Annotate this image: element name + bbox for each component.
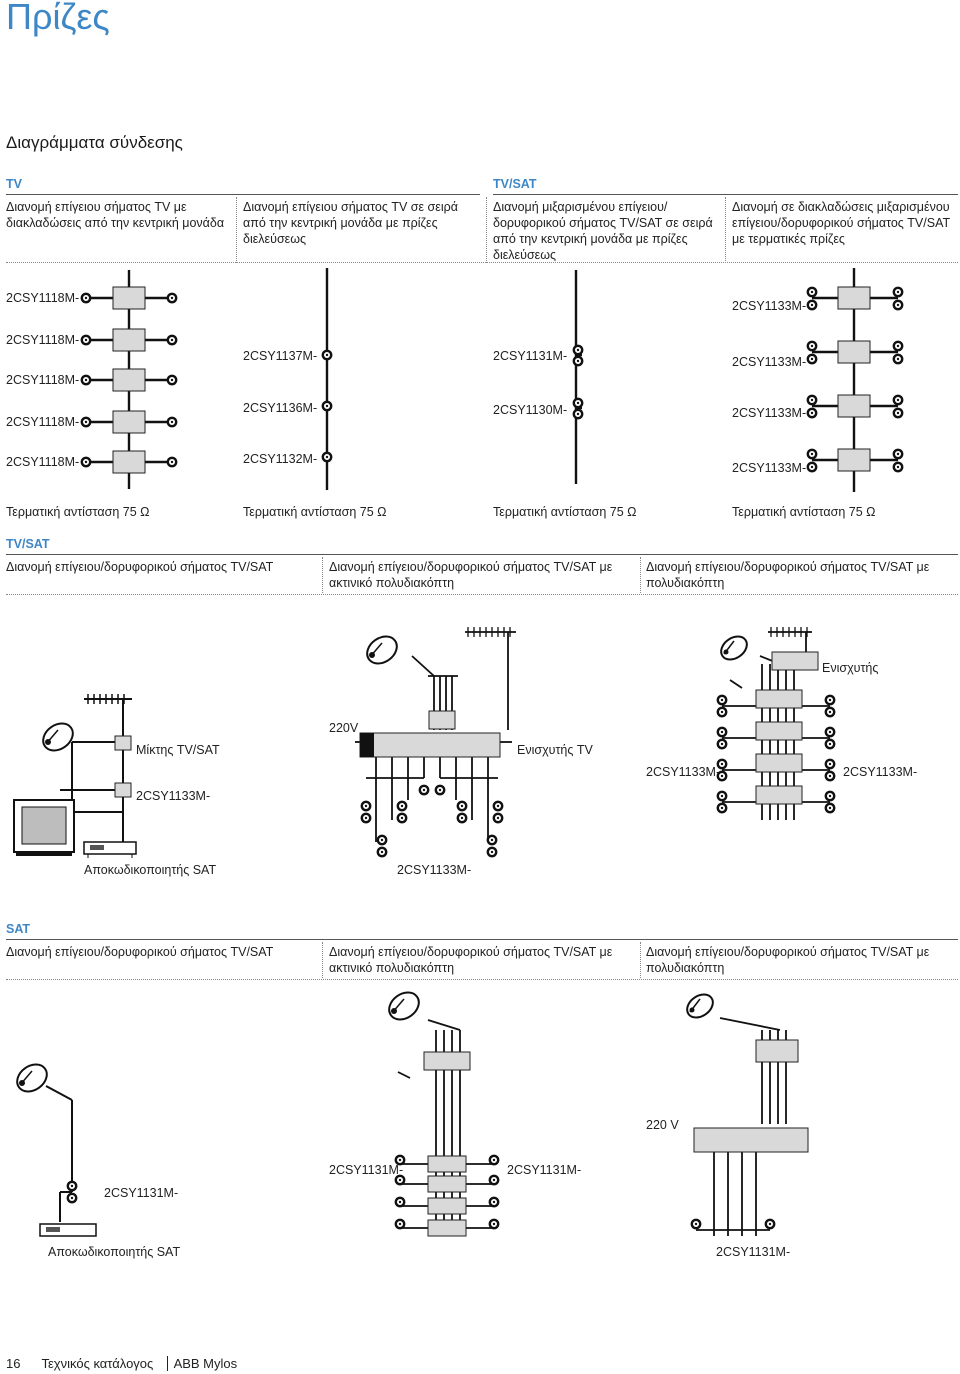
satellite-dish-icon bbox=[42, 722, 74, 752]
terminal-resistor-label: Τερματική αντίσταση 75 Ω bbox=[6, 505, 150, 519]
decoder-label: Αποκωδικοποιητής SAT bbox=[48, 1245, 181, 1259]
tv-heading: TV bbox=[6, 177, 22, 191]
voltage-label: 220V bbox=[329, 721, 359, 735]
part-label: 2CSY1118M- bbox=[6, 333, 80, 347]
decoder-icon bbox=[83, 841, 137, 858]
terminal-resistor-label: Τερματική αντίσταση 75 Ω bbox=[493, 505, 637, 519]
part-label: 2CSY1131M- bbox=[716, 1245, 791, 1259]
part-label: 2CSY1133M- bbox=[397, 863, 472, 877]
sat-col2-caption: Διανομή επίγειου/δορυφορικού σήματος TV/… bbox=[329, 945, 613, 975]
terminal-resistor-label: Τερματική αντίσταση 75 Ω bbox=[732, 505, 876, 519]
tv-separator bbox=[6, 194, 480, 195]
part-label: 2CSY1132M- bbox=[243, 452, 318, 466]
tvsat-col4-caption: Διανομή σε διακλαδώσεις μιξαρισμένου επί… bbox=[732, 200, 950, 246]
part-label: 2CSY1130M- bbox=[493, 403, 568, 417]
terminal-resistor-label: Τερματική αντίσταση 75 Ω bbox=[243, 505, 387, 519]
part-label: 2CSY1133M- bbox=[732, 355, 807, 369]
tv-amplifier-label: Ενισχυτής TV bbox=[517, 743, 593, 757]
sat-separator bbox=[6, 939, 958, 940]
part-label: 2CSY1118M- bbox=[6, 291, 80, 305]
part-label: 2CSY1118M- bbox=[6, 373, 80, 387]
catalog-name: Τεχνικός κατάλογος bbox=[41, 1356, 154, 1371]
caption-rule bbox=[6, 594, 958, 595]
caption-rule bbox=[6, 262, 958, 263]
col-divider bbox=[236, 197, 237, 263]
tvsat-top-separator bbox=[493, 194, 958, 195]
col-divider bbox=[322, 557, 323, 593]
col-divider bbox=[640, 942, 641, 978]
satellite-dish-icon bbox=[366, 635, 398, 665]
decoder-label: Αποκωδικοποιητής SAT bbox=[84, 863, 217, 877]
tv-set-icon bbox=[13, 799, 75, 856]
part-label: 2CSY1133M- bbox=[732, 406, 807, 420]
part-label: 2CSY1133M- bbox=[646, 765, 721, 779]
satellite-dish-icon bbox=[16, 1063, 48, 1093]
col-divider bbox=[486, 197, 487, 263]
part-label: 2CSY1131M- bbox=[104, 1186, 179, 1200]
part-label: 2CSY1133M- bbox=[732, 461, 807, 475]
tvsat-col1-caption: Διανομή επίγειου/δορυφορικού σήματος TV/… bbox=[6, 560, 274, 574]
col-divider bbox=[640, 557, 641, 593]
satellite-dish-icon bbox=[686, 993, 714, 1019]
part-label: 2CSY1133M- bbox=[136, 789, 211, 803]
page-title: Πρίζες bbox=[6, 0, 110, 37]
part-label: 2CSY1131M- bbox=[329, 1163, 404, 1177]
part-label: 2CSY1118M- bbox=[6, 415, 80, 429]
tvsat-heading: TV/SAT bbox=[6, 537, 50, 551]
page-number: 16 bbox=[6, 1356, 21, 1371]
tvsat-top-heading: TV/SAT bbox=[493, 177, 537, 191]
tvsat-separator bbox=[6, 554, 958, 555]
tv-col1-caption: Διανομή επίγειου σήματος TV με διακλαδώσ… bbox=[6, 200, 225, 230]
sat-heading: SAT bbox=[6, 922, 31, 936]
sat-col3-caption: Διανομή επίγειου/δορυφορικού σήματος TV/… bbox=[646, 945, 930, 975]
col-divider bbox=[725, 197, 726, 263]
tvsat-col3-caption: Διανομή μιξαρισμένου επίγειου/ δορυφορικ… bbox=[493, 200, 713, 262]
part-label: 2CSY1131M- bbox=[493, 349, 568, 363]
footer: 16 Τεχνικός κατάλογος ABB Mylos bbox=[6, 1356, 238, 1371]
voltage-label: 220 V bbox=[646, 1118, 679, 1132]
part-label: 2CSY1133M- bbox=[732, 299, 807, 313]
section-subtitle: Διαγράμματα σύνδεσης bbox=[6, 133, 183, 152]
col-divider bbox=[322, 942, 323, 978]
satellite-dish-icon bbox=[388, 991, 420, 1021]
tvsat-col2-caption: Διανομή επίγειου/δορυφορικού σήματος TV/… bbox=[329, 560, 613, 590]
part-label: 2CSY1133M- bbox=[843, 765, 918, 779]
part-label: 2CSY1136M- bbox=[243, 401, 318, 415]
mixer-label: Μίκτης TV/SAT bbox=[136, 743, 220, 757]
tvsat-col3-caption: Διανομή επίγειου/δορυφορικού σήματος TV/… bbox=[646, 560, 930, 590]
sat-col1-caption: Διανομή επίγειου/δορυφορικού σήματος TV/… bbox=[6, 945, 274, 959]
part-label: 2CSY1118M- bbox=[6, 455, 80, 469]
tv-col2-caption: Διανομή επίγειου σήματος TV σε σειρά από… bbox=[243, 200, 458, 246]
caption-rule bbox=[6, 979, 958, 980]
brand-name: ABB Mylos bbox=[166, 1356, 238, 1371]
part-label: 2CSY1137M- bbox=[243, 349, 318, 363]
part-label: 2CSY1131M- bbox=[507, 1163, 582, 1177]
decoder-icon bbox=[39, 1223, 97, 1237]
amplifier-label: Ενισχυτής bbox=[822, 661, 879, 675]
satellite-dish-icon bbox=[720, 635, 748, 661]
